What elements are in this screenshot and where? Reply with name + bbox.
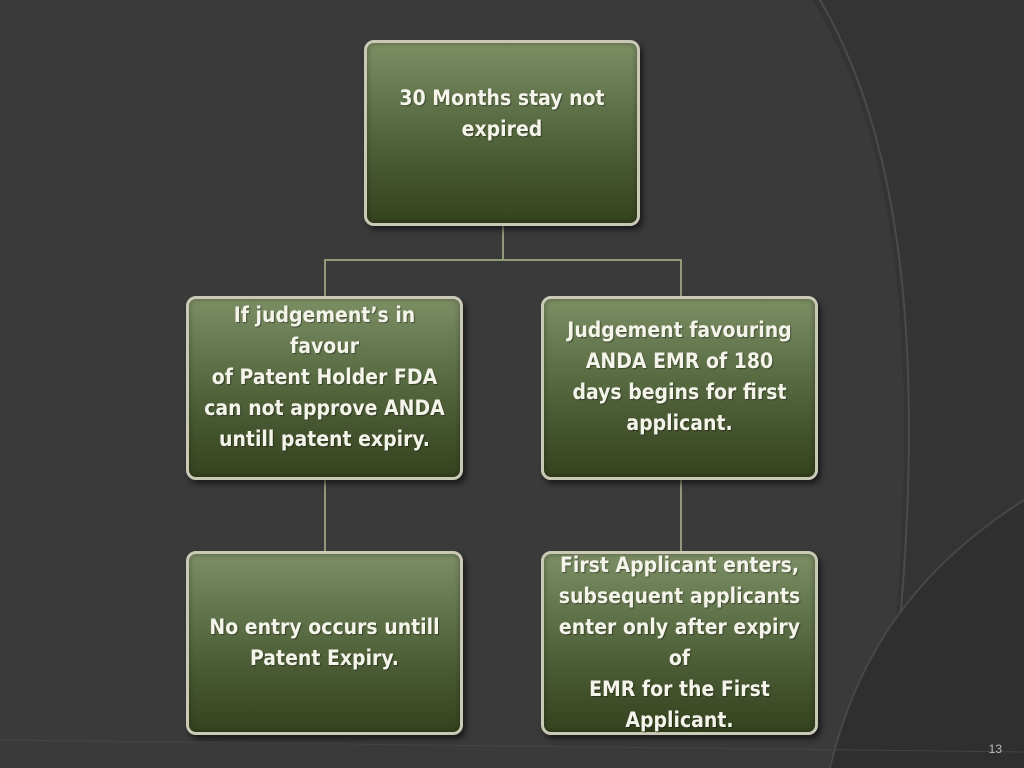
node-30-months-stay: 30 Months stay not expired xyxy=(364,40,640,226)
connector-root-down xyxy=(502,226,504,260)
node-no-entry: No entry occurs untill Patent Expiry. xyxy=(186,551,463,735)
node-label: If judgement’s in favour of Patent Holde… xyxy=(204,302,445,451)
node-judgement-anda: Judgement favouring ANDA EMR of 180 days… xyxy=(541,296,818,480)
connector-to-left xyxy=(324,259,326,296)
node-label: First Applicant enters, subsequent appli… xyxy=(558,553,801,732)
page-number: 13 xyxy=(988,742,1002,756)
node-label: Judgement favouring ANDA EMR of 180 days… xyxy=(567,318,792,435)
node-label: No entry occurs untill Patent Expiry. xyxy=(209,615,440,670)
connector-to-right xyxy=(680,259,682,296)
node-first-applicant-enters: First Applicant enters, subsequent appli… xyxy=(541,551,818,735)
connector-left-to-child xyxy=(324,480,326,551)
node-judgement-patent-holder: If judgement’s in favour of Patent Holde… xyxy=(186,296,463,480)
connector-right-to-child xyxy=(680,480,682,551)
connector-horizontal xyxy=(324,259,682,261)
node-label: 30 Months stay not expired xyxy=(399,86,605,141)
